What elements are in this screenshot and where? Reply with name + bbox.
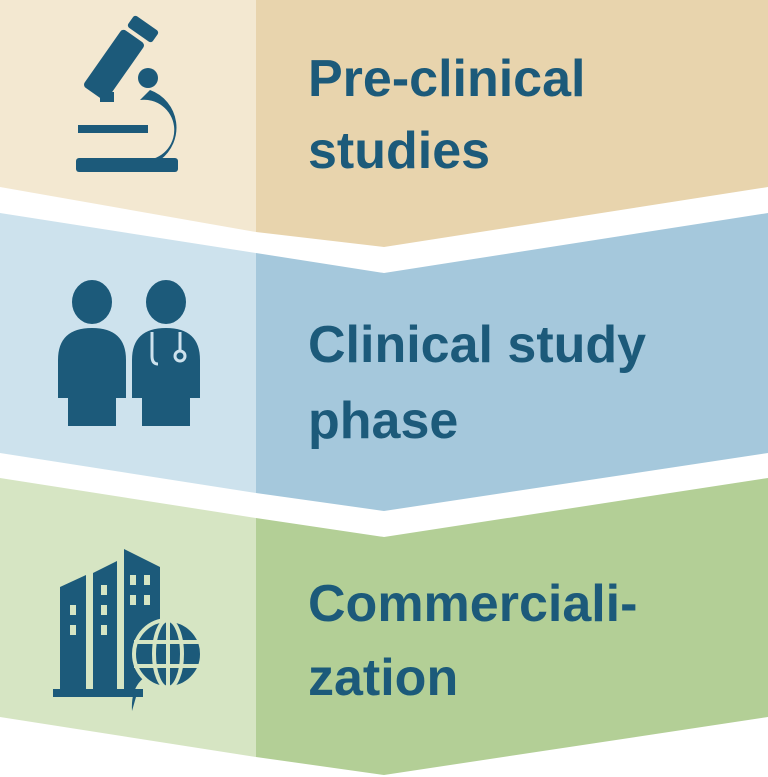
stage-1-title-line2: studies xyxy=(308,122,490,180)
microscope-icon xyxy=(76,15,178,172)
stage-preclinical: Pre-clinical studies xyxy=(0,0,768,247)
stage-1-icon-panel xyxy=(0,0,256,232)
stage-2-label-panel xyxy=(256,213,768,511)
stage-3-title-line1: Commerciali- xyxy=(308,575,637,633)
stage-3-title-line2: zation xyxy=(308,649,458,707)
stage-2-icon-panel xyxy=(0,213,256,493)
stage-1-label-panel xyxy=(256,0,768,247)
stage-3-label-panel xyxy=(256,478,768,775)
stage-1-title-line1: Pre-clinical xyxy=(308,50,585,108)
patient-doctor-icon xyxy=(58,280,200,426)
buildings-globe-icon xyxy=(53,549,204,711)
stage-2-title-line2: phase xyxy=(308,392,458,450)
stage-clinical: Clinical study phase xyxy=(0,213,768,511)
stage-2-title-line1: Clinical study xyxy=(308,316,646,374)
stage-commercialization: Commerciali- zation xyxy=(0,478,768,775)
